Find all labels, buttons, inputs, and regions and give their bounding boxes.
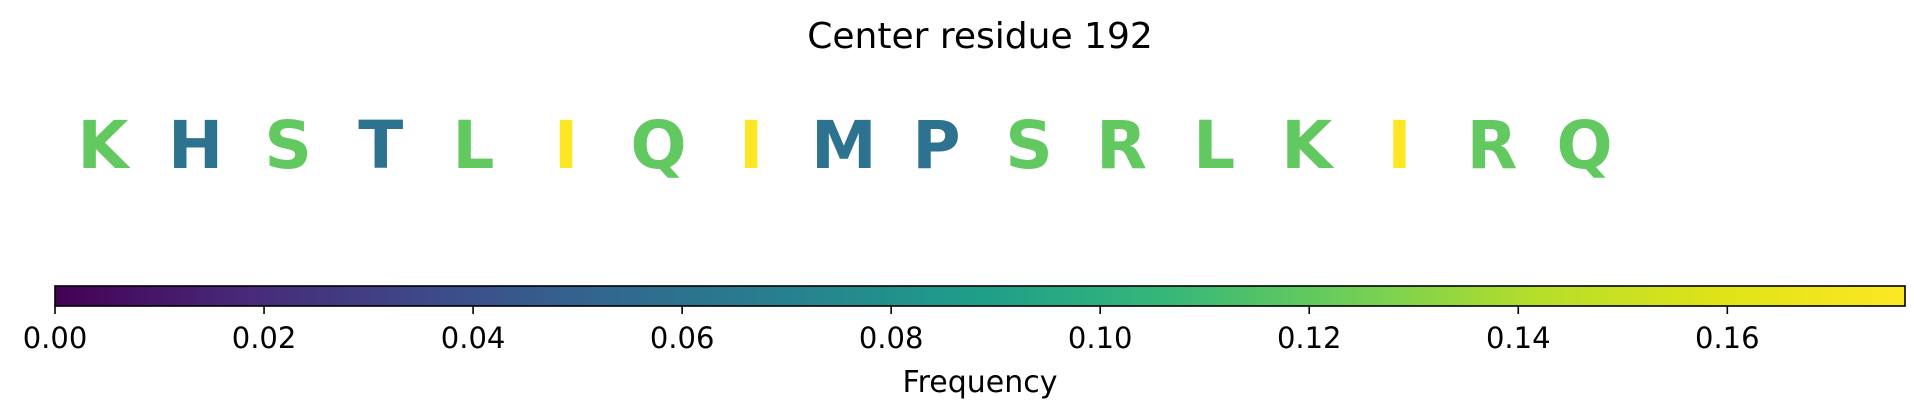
colorbar-tick-label: 0.06	[650, 321, 715, 355]
residue-letter: Q	[1557, 107, 1613, 184]
colorbar-label: Frequency	[903, 365, 1058, 400]
residue-letter: L	[452, 107, 494, 184]
residue-letter: S	[1005, 107, 1053, 184]
residue-letter: P	[912, 107, 960, 184]
colorbar-ticks: 0.00 0.02 0.04 0.06 0.08 0.10 0.12 0.14 0.16	[23, 306, 1760, 355]
colorbar	[54, 285, 1906, 307]
residue-letter: K	[77, 107, 131, 184]
residue-letter: M	[811, 107, 877, 184]
residue-letter: S	[264, 107, 312, 184]
residue-letter: R	[1096, 107, 1147, 184]
residue-letter: H	[168, 107, 223, 184]
residue-letter: I	[739, 107, 764, 184]
residue-letter: I	[1387, 107, 1412, 184]
residue-letter: T	[358, 107, 403, 184]
colorbar-tick-label: 0.14	[1486, 321, 1551, 355]
colorbar-tick-label: 0.02	[232, 321, 297, 355]
residue-letter: Q	[631, 107, 687, 184]
residue-letter: I	[554, 107, 579, 184]
residue-letter: L	[1193, 107, 1235, 184]
colorbar-tick-label: 0.00	[23, 321, 88, 355]
colorbar-tick-label: 0.10	[1068, 321, 1133, 355]
colorbar-tick-label: 0.04	[441, 321, 506, 355]
colorbar-tick-label: 0.12	[1277, 321, 1342, 355]
chart-title: Center residue 192	[807, 16, 1153, 57]
residue-letter: K	[1281, 107, 1335, 184]
colorbar-tick-label: 0.08	[859, 321, 924, 355]
residue-letter: R	[1467, 107, 1518, 184]
colorbar-tick-label: 0.16	[1695, 321, 1760, 355]
